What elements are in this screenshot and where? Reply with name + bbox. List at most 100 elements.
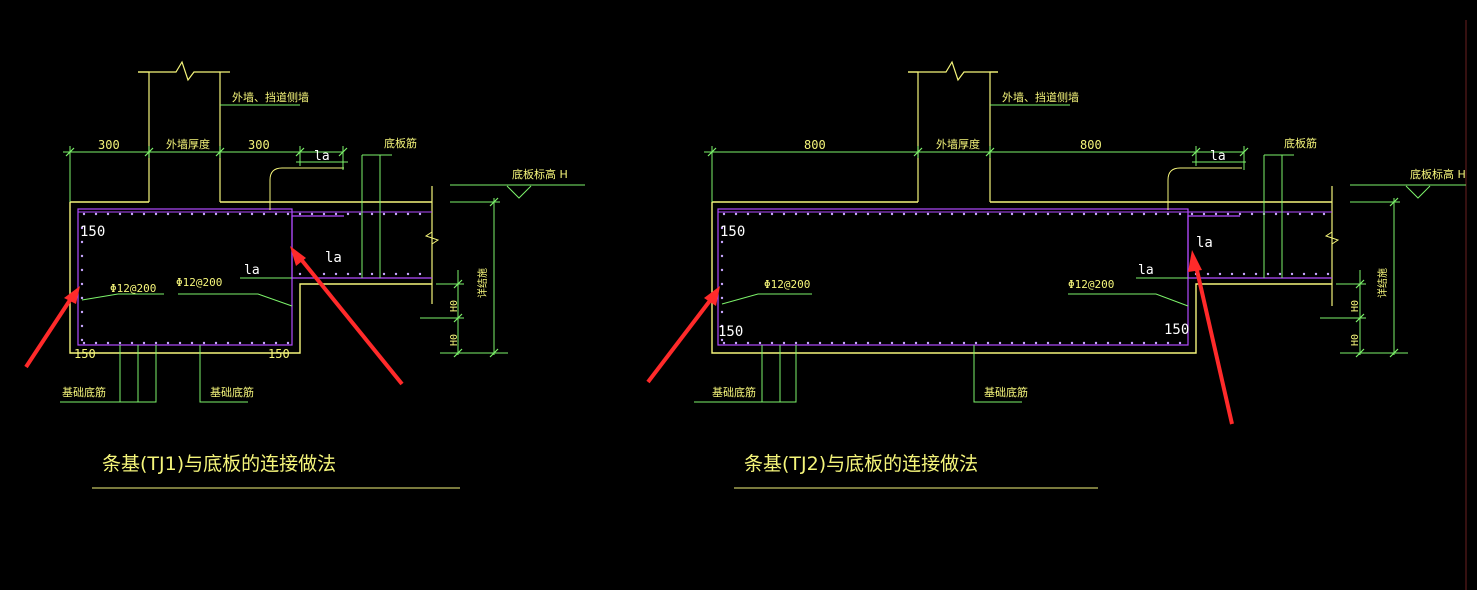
rebar-dot — [746, 341, 750, 345]
detail-tj1: 外墙、挡道侧墙 外墙厚度 300 300 la 底板筋 底板标高 H 150 l… — [24, 60, 585, 489]
rebar-dot — [334, 212, 338, 216]
rebar-dot — [298, 212, 302, 216]
rebar-dot — [950, 212, 954, 216]
dim-150-top: 150 — [80, 224, 105, 240]
rebar-dot — [854, 341, 858, 345]
slab-rebar-top-bend — [291, 215, 344, 278]
label-outer-wall-2: 外墙、挡道侧墙 — [1002, 90, 1079, 104]
rebar-dot — [1046, 212, 1050, 216]
rebar-dot — [250, 212, 254, 216]
rebar-dot — [214, 341, 218, 345]
dim-text-right-2: 800 — [1080, 138, 1102, 152]
la-text-right-2: la — [1196, 235, 1213, 251]
rebar-dot — [80, 282, 84, 286]
rebar-dot — [1238, 212, 1242, 216]
rebar-dot — [178, 341, 182, 345]
rebar-dot — [382, 212, 386, 216]
la-text-mid: la — [244, 263, 260, 278]
rebar-dot — [1118, 212, 1122, 216]
dim-150-bl: 150 — [74, 347, 96, 361]
rebar-dot — [1058, 212, 1062, 216]
leader-spec-left — [81, 293, 164, 301]
rebar-dot — [166, 212, 170, 216]
rebar-dot — [890, 341, 894, 345]
rebar-dot — [1286, 212, 1290, 216]
rebar-dot — [782, 212, 786, 216]
slab-break-mark — [424, 231, 440, 245]
label-bottom-slab-rebar-2: 底板筋 — [1284, 136, 1317, 150]
rebar-dot — [238, 212, 242, 216]
rebar-dot — [94, 212, 98, 216]
rebar-dot — [830, 341, 834, 345]
rebar-dot — [190, 341, 194, 345]
rebar-dot — [1130, 341, 1134, 345]
rebar-dot — [80, 324, 84, 328]
rebar-dot — [1218, 272, 1222, 276]
h0-label-b: H0 — [449, 334, 460, 346]
rebar-dot — [142, 212, 146, 216]
rebar-dot — [322, 272, 326, 276]
leader2-bottom-a — [761, 345, 797, 403]
la-text-top: la — [314, 149, 330, 164]
rebar-dot — [286, 212, 290, 216]
rebar-dot — [830, 212, 834, 216]
rebar-dot — [1034, 212, 1038, 216]
dim-150-br: 150 — [268, 347, 290, 361]
rebar-dot — [1322, 212, 1326, 216]
red-arrow-2-shaft — [298, 256, 404, 386]
rebar-dot — [394, 212, 398, 216]
rebar-dot — [1010, 341, 1014, 345]
dim-text-right: 300 — [248, 138, 270, 152]
rebar-dot — [734, 212, 738, 216]
rebar-dot — [806, 341, 810, 345]
rebar-dot — [1278, 272, 1282, 276]
dim-text-left-2: 800 — [804, 138, 826, 152]
rebar-dot — [118, 212, 122, 216]
rebar-dot — [878, 212, 882, 216]
elevation-triangle-2 — [1405, 185, 1431, 199]
rebar-dot — [418, 272, 422, 276]
rebar-dot — [720, 240, 724, 244]
rebar-dot — [1154, 341, 1158, 345]
rebar-dot — [1034, 341, 1038, 345]
rebar-dot — [720, 324, 724, 328]
rebar-dot — [130, 341, 134, 345]
side-label-2: 详结施 — [1376, 268, 1389, 298]
rebar-dot — [866, 341, 870, 345]
red-arrow-1-shaft — [24, 295, 74, 369]
rebar-dot — [262, 212, 266, 216]
rebar-dot — [106, 212, 110, 216]
rebar-dot — [154, 341, 158, 345]
rebar-dot — [734, 341, 738, 345]
rebar-dot — [1070, 341, 1074, 345]
rebar-dot — [1242, 272, 1246, 276]
la-text-mid-2: la — [1138, 263, 1154, 278]
dim-150-top-2: 150 — [720, 224, 745, 240]
rebar-dot — [1166, 341, 1170, 345]
rebar-dot — [154, 212, 158, 216]
rebar-dot — [720, 282, 724, 286]
rebar-dot — [818, 212, 822, 216]
rebar-dot — [902, 341, 906, 345]
wall-right-edge-2 — [989, 71, 998, 202]
rebar-dot — [842, 341, 846, 345]
rebar-dot — [358, 212, 362, 216]
rebar-spec-left-2: Φ12@200 — [764, 278, 810, 291]
rebar-dot — [214, 212, 218, 216]
rebar-dot — [938, 212, 942, 216]
rebar-dot — [722, 341, 726, 345]
dim-150-br-2: 150 — [1164, 322, 1189, 338]
rebar-dot — [80, 240, 84, 244]
rebar-dot — [720, 296, 724, 300]
leader-spec-right-2 — [1068, 293, 1189, 307]
rebar-dots-tj2 — [720, 212, 1330, 345]
rebar-dot — [322, 212, 326, 216]
rebar-dot — [274, 212, 278, 216]
label-foundation-bottom-rebar-a: 基础底筋 — [62, 385, 106, 399]
leader2-bottom-b — [973, 345, 1022, 403]
rebar-spec-right-2: Φ12@200 — [1068, 278, 1114, 291]
label-slab-elevation-2: 底板标高 H — [1410, 167, 1466, 181]
rebar-dot — [80, 296, 84, 300]
